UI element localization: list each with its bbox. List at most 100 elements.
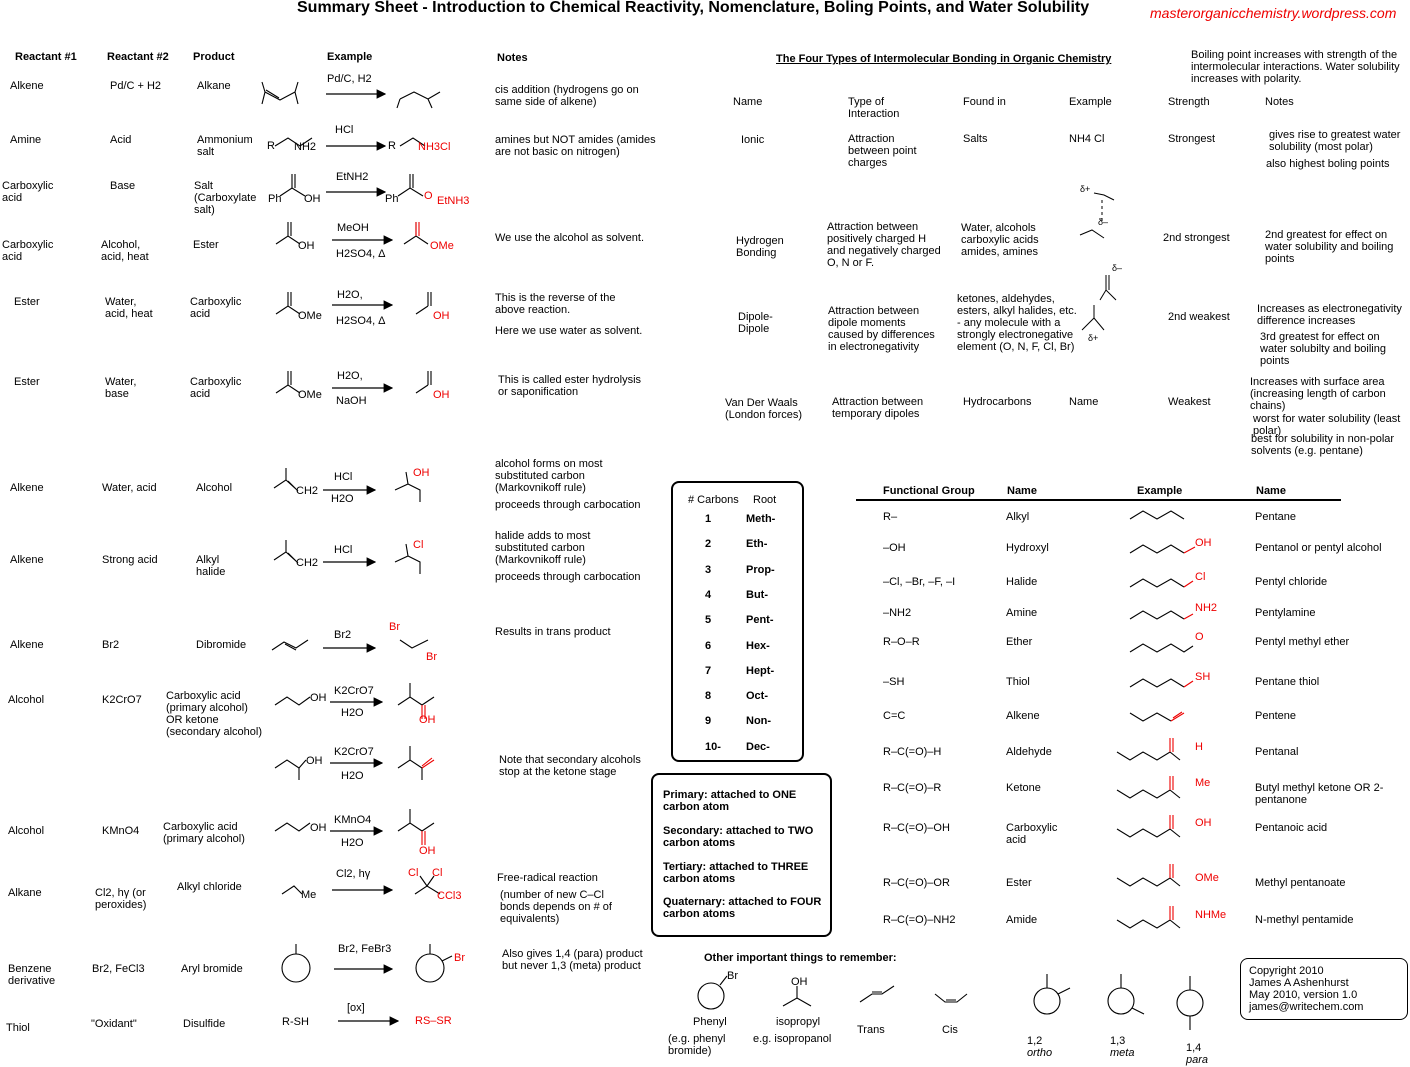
fg-group: R–O–R: [883, 636, 920, 648]
imf-vdw-notes2: worst for water solubility (least polar): [1253, 413, 1401, 437]
rx14-r1: Thiol: [6, 1022, 30, 1034]
rx9-r1: Alcohol: [8, 694, 45, 706]
imf-dipole-type: Attraction between dipole moments caused…: [828, 305, 935, 353]
fg-name: Carboxylic acid: [1006, 822, 1058, 846]
rx8-r1: Alkene: [10, 639, 44, 651]
salt-etnh3: EtNH3: [437, 195, 470, 207]
degree-secondary: Secondary: attached to TWO carbon atoms: [663, 825, 814, 849]
rx2-r1: Carboxylic acid: [2, 180, 54, 204]
isopropyl-oh: OH: [791, 976, 808, 988]
imf-side-note: Boiling point increases with strength of…: [1191, 49, 1400, 85]
fg-group: R–C(=O)–H: [883, 746, 942, 758]
degrees-box: Primary: attached to ONE carbon atom Sec…: [651, 773, 832, 937]
copyright-line3: May 2010, version 1.0: [1249, 989, 1358, 1001]
imf-hbond-name: Hydrogen Bonding: [736, 235, 784, 259]
other-cis: Cis: [942, 1024, 958, 1036]
hdr-reactant2: Reactant #2: [107, 51, 169, 63]
acid-ph: Ph: [268, 193, 282, 205]
degree-tertiary: Tertiary: attached to THREE carbon atoms: [663, 861, 809, 885]
rx7-cond-top: HCl: [334, 544, 353, 556]
rx6-r1: Alkene: [10, 482, 44, 494]
other-para: para: [1186, 1054, 1209, 1066]
fg-group: R–: [883, 511, 898, 523]
carbon-root: Meth-: [746, 513, 776, 525]
rx11-r1: Alcohol: [8, 825, 45, 837]
acid-oh-2: OH: [433, 389, 450, 401]
carbon-root: Dec-: [746, 740, 770, 753]
imf-ionic-example: NH4 Cl: [1069, 133, 1105, 145]
rx3-notes: We use the alcohol as solvent.: [495, 232, 644, 244]
fg-group: C=C: [883, 710, 906, 722]
fg-name: Amine: [1006, 607, 1038, 619]
rx4-r2: Water, acid, heat: [105, 296, 153, 320]
site-link[interactable]: masterorganicchemistry.wordpress.com: [1150, 5, 1397, 21]
carbon-count: 2: [705, 538, 712, 551]
copyright-line4[interactable]: james@writechem.com: [1249, 1001, 1364, 1013]
amine-nh2: NH2: [294, 141, 317, 153]
rx8-product: Dibromide: [196, 639, 247, 651]
acid-oh-4: OH: [419, 845, 436, 857]
alkene-ch2-1: CH2: [296, 485, 319, 497]
imf-col-found: Found in: [963, 96, 1006, 108]
chloride-ccl3: CCl3: [437, 890, 462, 902]
imf-vdw-notes3: best for solubility in non-polar solvent…: [1251, 433, 1395, 457]
rx7-notes2: proceeds through carbocation: [495, 571, 641, 583]
fg-example-label: OH: [1195, 817, 1212, 829]
imf-vdw-strength: Weakest: [1168, 396, 1211, 408]
rx12-r2: Cl2, hγ (or peroxides): [95, 887, 147, 911]
rx4-notes2: Here we use water as solvent.: [495, 325, 643, 337]
rx5-notes: This is called ester hydrolysis or sapon…: [498, 374, 642, 398]
imf-col-strength: Strength: [1168, 96, 1210, 108]
rx6-cond-bot: H2O: [331, 493, 354, 505]
carbon-count: 5: [705, 614, 712, 627]
imf-dipole-notes: Increases as electronegativity differenc…: [1257, 303, 1402, 327]
rx3-r1: Carboxylic acid: [2, 239, 54, 263]
dibromide-br1: Br: [389, 621, 400, 633]
fg-example-label: H: [1195, 741, 1203, 753]
fg-example-name: Pentane: [1255, 511, 1296, 523]
imf-vdw-example: Name: [1069, 396, 1099, 408]
carbon-count: 6: [705, 639, 712, 652]
other-ortho-n: 1,2: [1027, 1035, 1043, 1047]
degree-primary: Primary: attached to ONE carbon atom: [663, 789, 797, 813]
fg-group: R–C(=O)–R: [883, 782, 942, 794]
hbond-delta-plus: δ+: [1080, 184, 1091, 194]
fg-name: Ester: [1006, 877, 1032, 889]
rx0-notes: cis addition (hydrogens go on same side …: [495, 84, 639, 108]
carbon-count: 3: [705, 563, 712, 576]
other-isopropyl: isopropyl: [776, 1016, 821, 1028]
imf-col-name: Name: [733, 96, 763, 108]
ammonium-label: NH3Cl: [418, 141, 451, 153]
degree-quaternary: Quaternary: attached to FOUR carbon atom…: [663, 896, 822, 920]
rx5-cond-bot: NaOH: [336, 395, 367, 407]
fg-example-name: Pentyl methyl ether: [1255, 636, 1350, 648]
rx9-cond-top: K2CrO7: [334, 685, 374, 697]
ester-ome-1: OMe: [298, 310, 322, 322]
fg-name: Halide: [1006, 576, 1038, 588]
fg-group: –SH: [883, 676, 905, 688]
imf-ionic-strength: Strongest: [1168, 133, 1216, 145]
rx8-notes: Results in trans product: [495, 626, 611, 638]
imf-dipole-notes2: 3rd greatest for effect on water solubil…: [1260, 331, 1386, 367]
dibromide-br2: Br: [426, 651, 437, 663]
rx6-cond-top: HCl: [334, 471, 353, 483]
rx10-cond-bot: H2O: [341, 770, 364, 782]
rx11-r2: KMnO4: [102, 825, 140, 837]
rx9-r2: K2CrO7: [102, 694, 142, 706]
phenyl-br: Br: [727, 970, 738, 982]
rx14-cond-top: [ox]: [347, 1002, 365, 1014]
rx1-product: Ammonium salt: [197, 134, 253, 158]
fg-example-name: Pentane thiol: [1255, 676, 1320, 688]
fg-example-name: Pentanol or pentyl alcohol: [1255, 542, 1382, 554]
alcohol-oh: OH: [413, 467, 430, 479]
rx8-r2: Br2: [102, 639, 120, 651]
arylbromide-br: Br: [454, 952, 465, 964]
carbon-count: 7: [705, 664, 712, 677]
rx5-r2: Water, base: [105, 376, 137, 400]
fg-group: –OH: [883, 542, 906, 554]
other-meta-n: 1,3: [1110, 1035, 1126, 1047]
imf-dipole-found: ketones, aldehydes, esters, alkyl halide…: [957, 293, 1077, 353]
fg-group: R–C(=O)–OH: [883, 822, 950, 834]
rx4-product: Carboxylic acid: [190, 296, 242, 320]
